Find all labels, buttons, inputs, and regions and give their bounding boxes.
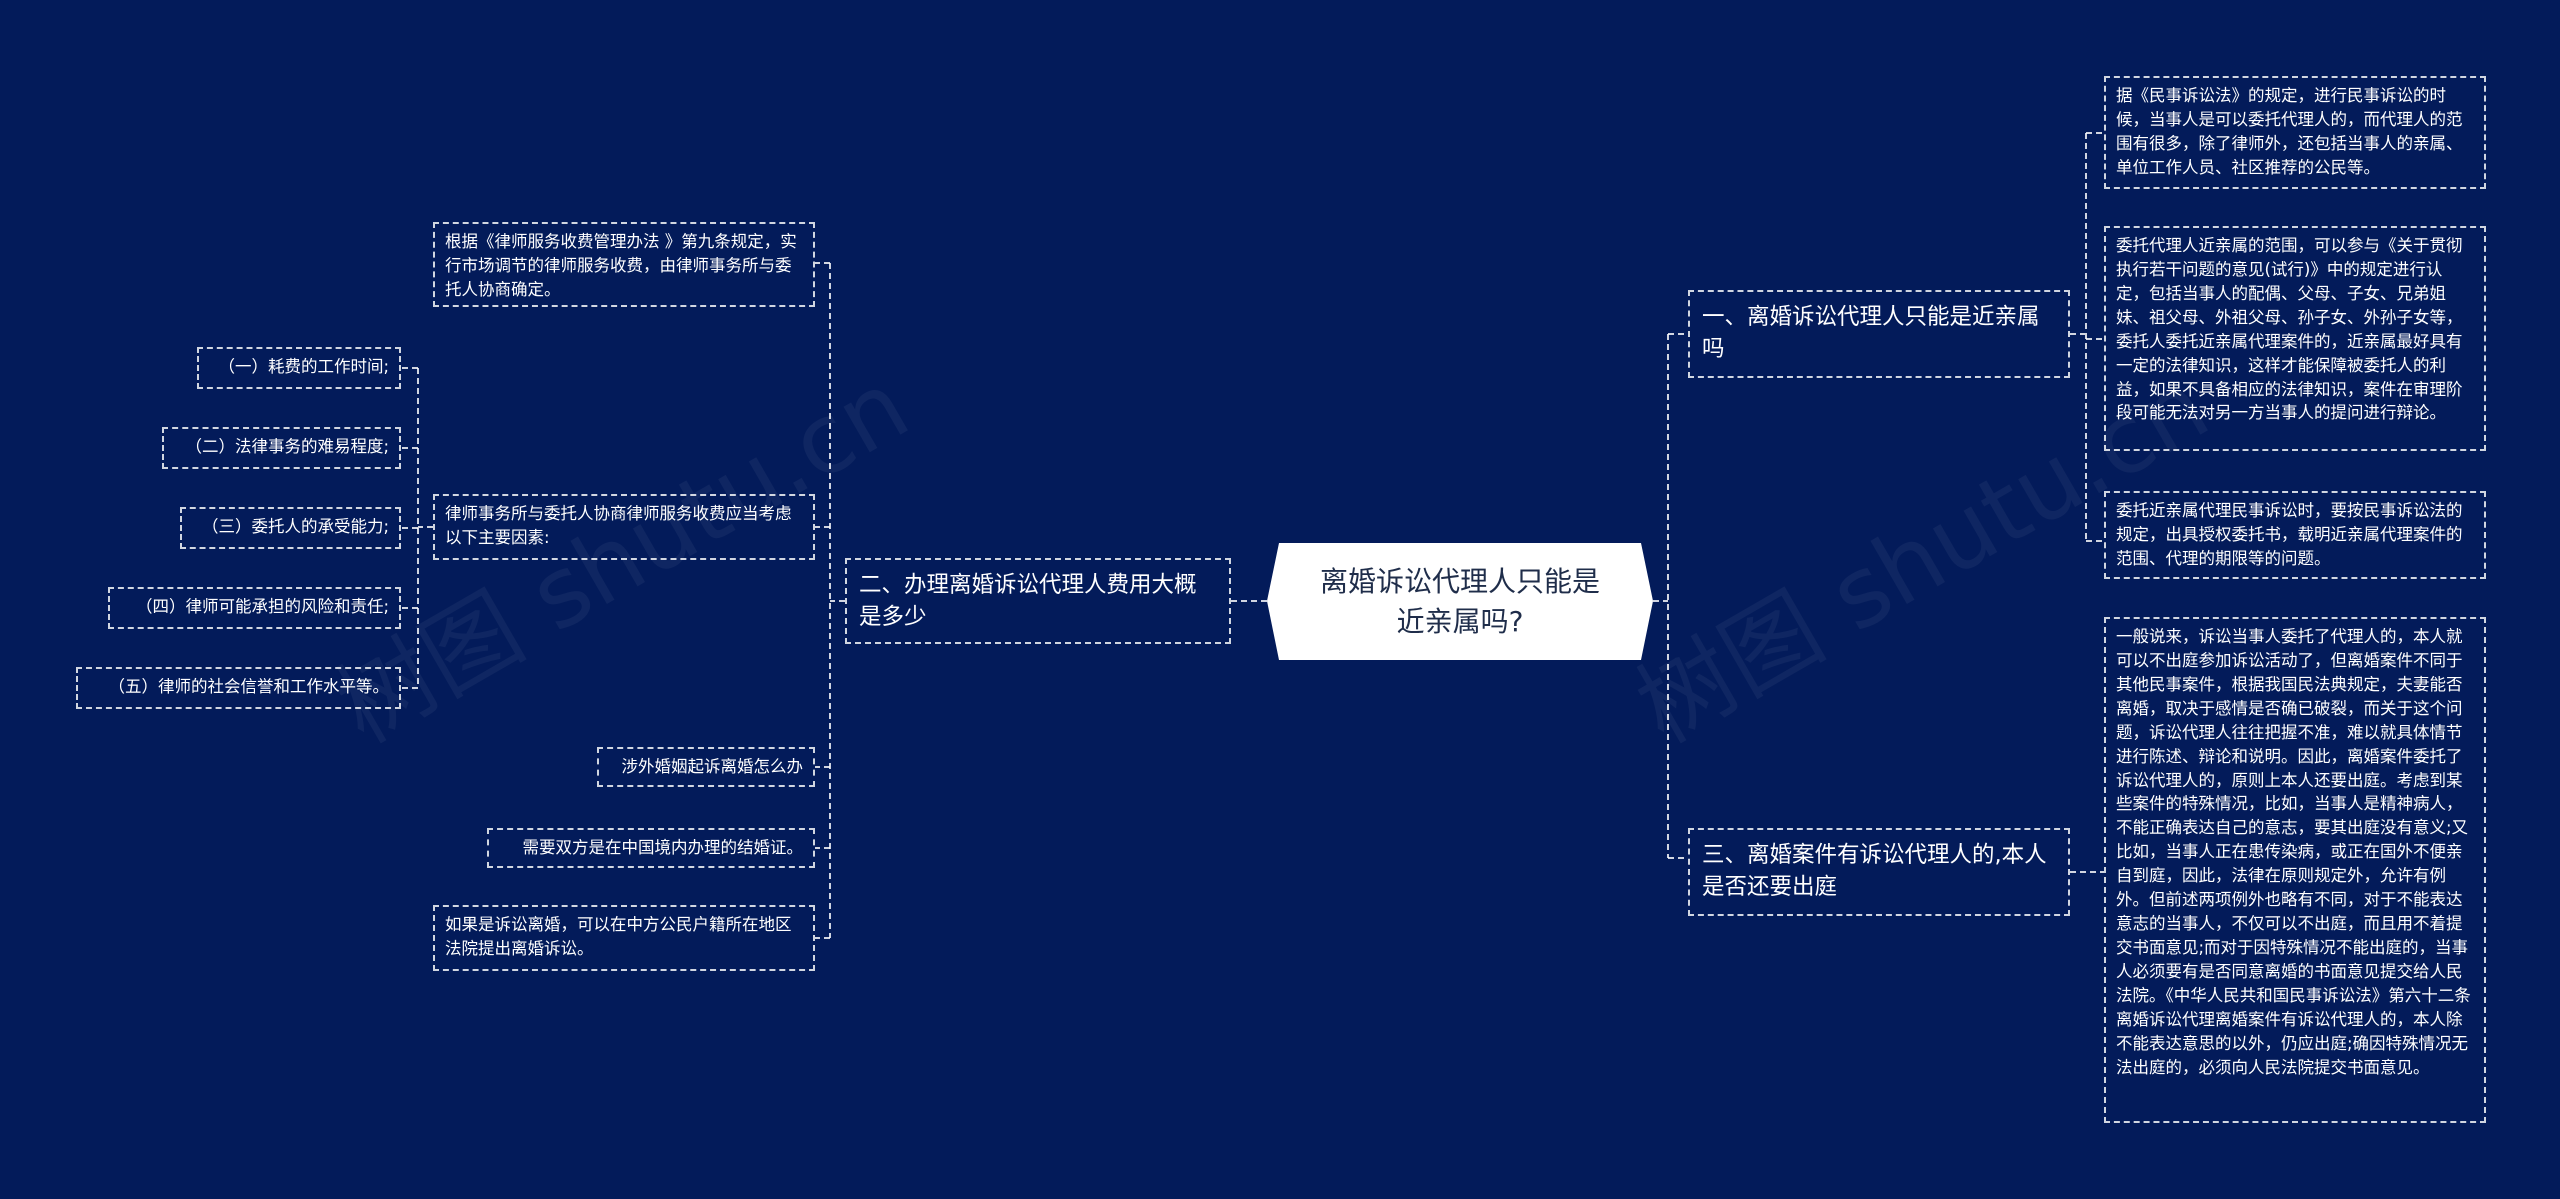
link-b1-trunk: [2070, 133, 2087, 541]
root-title: 离婚诉讼代理人只能是近亲属吗?: [1319, 565, 1600, 638]
branch-1-child-2[interactable]: 委托代理人近亲属的范围，可以参与《关于贯彻执行若干问题的意见(试行)》中的规定进…: [2104, 226, 2486, 451]
branch-3-child-1[interactable]: 一般说来，诉讼当事人委托了代理人的，本人就可以不出庭参加诉讼活动了，但离婚案件不…: [2104, 617, 2486, 1123]
factor-3[interactable]: （三）委托人的承受能力;: [180, 507, 401, 549]
root-shape: [1267, 543, 1653, 660]
branch-2[interactable]: 二、办理离婚诉讼代理人费用大概是多少: [845, 558, 1231, 644]
branch-2-child-2[interactable]: 律师事务所与委托人协商律师服务收费应当考虑以下主要因素:: [433, 494, 815, 560]
root-node[interactable]: 离婚诉讼代理人只能是近亲属吗?: [1267, 543, 1653, 660]
branch-2-child-5[interactable]: 如果是诉讼离婚，可以在中方公民户籍所在地区法院提出离婚诉讼。: [433, 905, 815, 971]
branch-2-child-3[interactable]: 涉外婚姻起诉离婚怎么办: [597, 747, 815, 787]
branch-2-child-4[interactable]: 需要双方是在中国境内办理的结婚证。: [487, 828, 815, 868]
factor-4[interactable]: （四）律师可能承担的风险和责任;: [108, 587, 401, 629]
branch-2-child-1[interactable]: 根据《律师服务收费管理办法 》第九条规定，实行市场调节的律师服务收费，由律师事务…: [433, 222, 815, 307]
link-b2-trunk: [829, 263, 845, 938]
factor-1[interactable]: （一）耗费的工作时间;: [197, 347, 401, 389]
branch-1-child-3[interactable]: 委托近亲属代理民事诉讼时，要按民事诉讼法的规定，出具授权委托书，载明近亲属代理案…: [2104, 491, 2486, 579]
link-factors-trunk: [417, 368, 433, 688]
branch-3[interactable]: 三、离婚案件有诉讼代理人的,本人是否还要出庭: [1688, 828, 2070, 916]
factor-5[interactable]: （五）律师的社会信誉和工作水平等。: [76, 667, 401, 709]
branch-1[interactable]: 一、离婚诉讼代理人只能是近亲属吗: [1688, 290, 2070, 378]
factor-2[interactable]: （二）法律事务的难易程度;: [162, 427, 401, 469]
branch-1-child-1[interactable]: 据《民事诉讼法》的规定，进行民事诉讼的时候，当事人是可以委托代理人的，而代理人的…: [2104, 76, 2486, 189]
